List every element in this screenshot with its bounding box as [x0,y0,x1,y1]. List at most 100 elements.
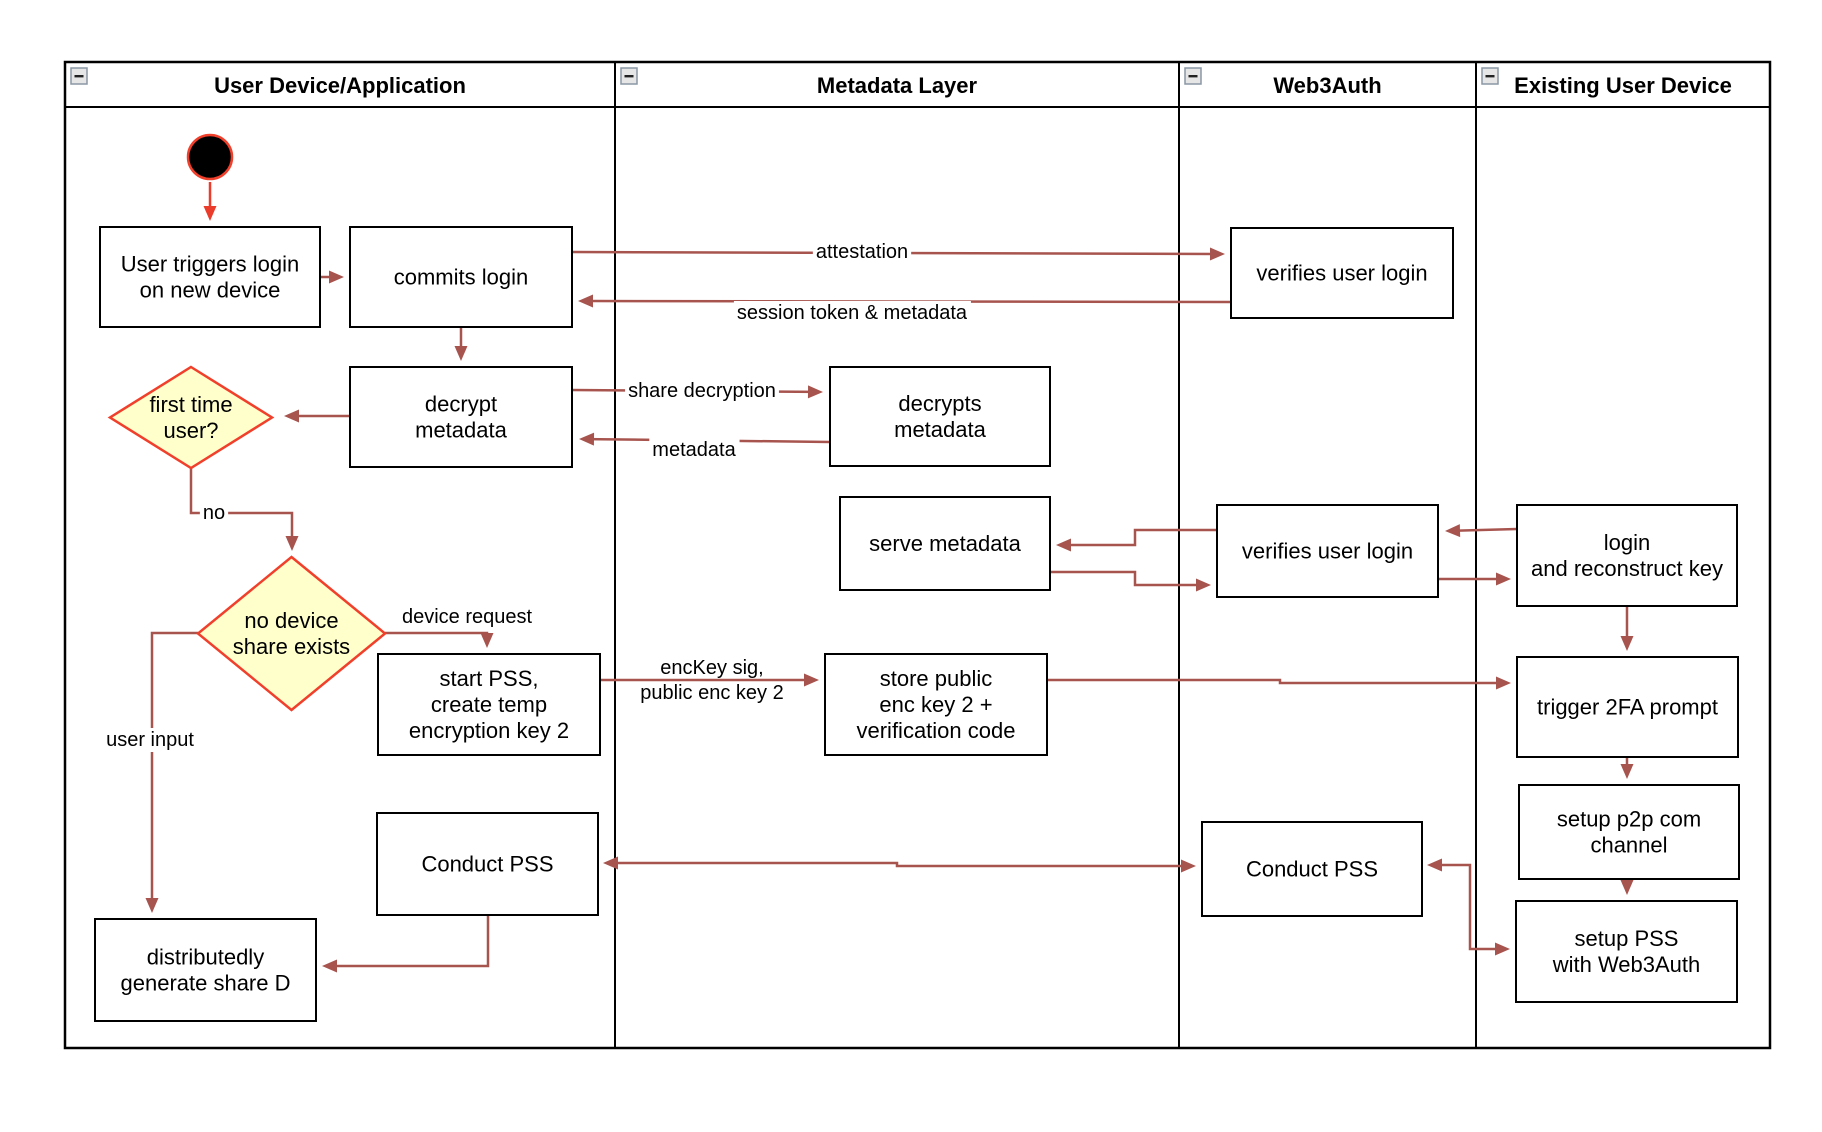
edge-serve-to-verifies2-line [1050,570,1202,587]
setup-p2p-com-channel-label: channel [1590,833,1667,858]
edge-conduct-pss-link [603,856,1196,873]
edge-trigger-to-p2p [1620,757,1634,779]
edge-conduct-pss-link-line [612,861,1187,868]
diagram-frame [63,60,1772,1050]
arrowhead-icon [203,206,217,221]
edge-user-input: user input [103,631,198,913]
svg-text:session token & metadata: session token & metadata [737,302,968,324]
edge-no-line [189,468,294,542]
collapse-lane-icon[interactable] [1184,67,1202,85]
arrowhead-icon [579,432,595,446]
svg-text:no: no [203,502,225,524]
edge-login-to-verifies2-line [1453,527,1518,532]
first-time-user-label: user? [163,418,218,443]
edge-store-to-trigger-2fa-line [1047,678,1502,685]
setup-p2p-com-channel-label: setup p2p com [1557,807,1701,832]
arrowhead-icon [804,673,819,687]
arrowhead-icon [285,536,299,551]
svg-text:public enc key 2: public enc key 2 [640,682,783,704]
conduct-pss-web3auth: Conduct PSS [1201,821,1423,917]
edge-share-decryption: share decryption [571,379,823,403]
svg-text:attestation: attestation [816,241,908,263]
svg-text:device request: device request [402,606,533,628]
svg-text:metadata: metadata [652,439,736,461]
edge-trigger-to-commits [320,270,344,284]
decrypt-metadata-label: decrypt [425,392,497,417]
conduct-pss-web3auth-label: Conduct PSS [1246,857,1378,882]
arrowhead-icon [284,409,299,423]
trigger-2fa-prompt-label: trigger 2FA prompt [1537,695,1718,720]
arrowhead-icon [1209,247,1225,261]
arrowhead-icon [1496,676,1511,690]
setup-pss-with-web3auth-label: with Web3Auth [1552,952,1701,977]
edge-setup-pss-conduct-pss [1427,858,1510,956]
distributedly-generate-share-d-label: distributedly [147,945,264,970]
user-triggers-login-label: User triggers login [121,252,300,277]
collapse-lane-icon[interactable] [620,67,638,85]
svg-text:share decryption: share decryption [628,380,776,402]
collapse-lane-icon[interactable] [1481,67,1499,85]
arrowhead-icon [1445,524,1461,538]
arrowhead-icon [329,270,344,284]
conduct-pss-user-device: Conduct PSS [376,812,599,916]
arrowhead-icon [1056,538,1071,552]
lane-existing-user-device-title: Existing User Device [1514,73,1732,98]
collapse-lane-icon[interactable] [70,67,88,85]
arrowhead-icon [480,633,494,648]
verifies-user-login-2-label: verifies user login [1242,539,1413,564]
edge-commits-to-decrypt [454,327,468,361]
verifies-user-login-1-label: verifies user login [1256,261,1427,286]
arrowhead-icon [1181,859,1196,873]
arrowhead-icon [807,385,823,399]
edge-device-request-label: device request [398,605,536,629]
edge-session-token-metadata-label: session token & metadata [733,301,971,325]
edge-verifies2-to-serve [1056,528,1217,552]
no-device-share-exists-label: share exists [233,634,350,659]
user-triggers-login-label: on new device [140,278,281,303]
decrypts-metadata-label: decrypts [898,391,981,416]
arrowhead-icon [322,959,337,973]
edge-decrypt-to-first-time [284,409,350,423]
edges: attestation session token & metadata share… [103,182,1634,973]
serve-metadata: serve metadata [839,496,1051,591]
edge-attestation-label: attestation [812,240,912,264]
decrypts-metadata-label: metadata [894,417,986,442]
edge-login-to-trigger-2fa [1620,606,1634,651]
store-public-enc-key-label: store public [880,666,993,691]
lane-user-device-title: User Device/Application [214,73,466,98]
store-public-enc-key-label: enc key 2 + [879,692,992,717]
svg-text:user input: user input [106,729,194,751]
setup-pss-with-web3auth-label: setup PSS [1575,926,1679,951]
minus-icon [74,75,84,78]
conduct-pss-user-device-label: Conduct PSS [421,852,553,877]
arrowhead-icon [145,898,159,913]
lane-metadata-layer-title: Metadata Layer [817,73,978,98]
edge-store-to-trigger-2fa [1047,676,1511,690]
arrowhead-icon [1496,572,1511,586]
edge-login-to-verifies2 [1445,524,1518,538]
decrypt-metadata-label: metadata [415,418,507,443]
edge-setup-pss-conduct-pss-line [1436,863,1501,951]
commits-login-label: commits login [394,265,528,290]
arrowhead-icon [454,346,468,361]
start-state [186,133,234,181]
arrowhead-icon [1495,942,1510,956]
lane-web3auth-title: Web3Auth [1273,73,1381,98]
start-state-icon [186,133,234,181]
start-pss-create-temp-key-label: create temp [431,692,547,717]
login-and-reconstruct-key-label: login [1604,530,1650,555]
start-pss-create-temp-key-label: start PSS, [439,666,538,691]
edge-attestation: attestation [571,240,1225,264]
edge-no: no [189,468,299,551]
edge-enckey-sig: encKey sig,public enc key 2 [600,657,819,704]
minus-icon [1188,75,1198,78]
edge-metadata-return-label: metadata [649,438,740,462]
no-device-share-exists-label: no device [244,608,338,633]
